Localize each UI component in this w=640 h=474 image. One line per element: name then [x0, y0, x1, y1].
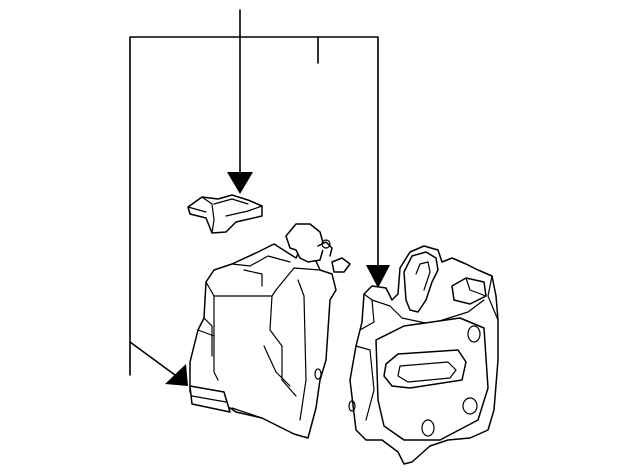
bracket-leader — [129, 36, 379, 376]
mount-hole-side — [348, 400, 356, 412]
arrowhead-left-latch — [165, 364, 188, 386]
mount-hole — [314, 368, 322, 380]
clip-part — [187, 194, 263, 234]
arrowheads — [165, 172, 390, 386]
mount-hole-upper — [467, 325, 481, 343]
right-latch-assembly — [348, 245, 499, 465]
left-latch-assembly — [189, 223, 351, 439]
leader-lines — [129, 9, 379, 376]
arrowhead-right-latch — [366, 265, 390, 288]
leader-diagonal-to-left-latch — [129, 341, 176, 376]
arrowhead-clip — [227, 172, 253, 194]
mount-hole-lower-right — [462, 397, 478, 415]
mount-hole-lower-left — [421, 419, 435, 437]
pivot-hole — [321, 239, 331, 249]
